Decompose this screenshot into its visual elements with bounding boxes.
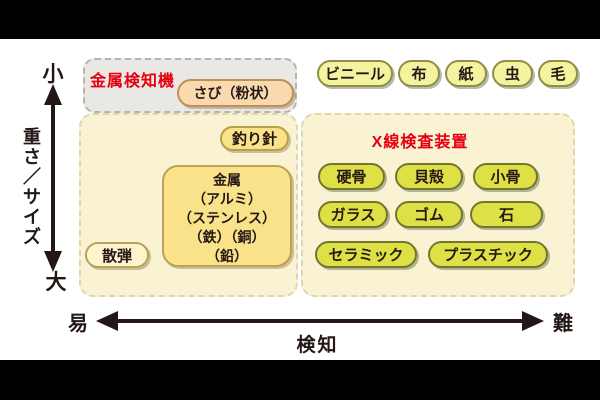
x-axis-left-label: 易 — [68, 313, 88, 335]
pill-rust: さび（粉状） — [177, 79, 294, 107]
metal-group-line: （アルミ） — [192, 191, 262, 207]
pill-hard-bone: 硬骨 — [318, 163, 385, 190]
y-axis-arrow — [44, 84, 62, 272]
pill-shell: 貝殻 — [395, 163, 463, 190]
pill-ceramic: セラミック — [315, 241, 417, 268]
bottom-black-bar — [0, 360, 600, 400]
pill-fishhook: 釣り針 — [220, 126, 289, 151]
y-axis-bottom-label: 大 — [45, 271, 67, 294]
y-axis-label: 重さ／サイズ — [23, 127, 41, 247]
x-axis-arrow — [96, 311, 544, 331]
xray-title: X線検査装置 — [371, 134, 469, 151]
pill-glass: ガラス — [318, 201, 388, 228]
pill-vinyl: ビニール — [317, 60, 393, 87]
pill-cloth: 布 — [398, 60, 440, 87]
pill-small-bone: 小骨 — [473, 163, 538, 190]
metal-detector-title: 金属検知機 — [90, 73, 176, 90]
metal-group-line: （鉄）（銅） — [188, 229, 266, 245]
pill-paper: 紙 — [445, 60, 487, 87]
x-axis-right-label: 難 — [553, 313, 573, 335]
pill-shot-pellet: 散弾 — [85, 242, 149, 268]
pill-hair: 毛 — [538, 60, 578, 87]
y-axis-top-label: 小 — [42, 63, 64, 86]
top-black-bar — [0, 0, 600, 39]
x-axis-label: 検知 — [296, 335, 339, 356]
pill-plastic: プラスチック — [428, 241, 548, 268]
metal-group-line: 金属 — [213, 172, 241, 188]
pill-stone: 石 — [470, 201, 543, 228]
pill-rubber: ゴム — [395, 201, 463, 228]
metal-group-line: （鉛） — [206, 248, 248, 264]
metal-group-box: 金属 （アルミ） （ステンレス） （鉄）（銅） （鉛） — [162, 165, 292, 267]
metal-group-line: （ステンレス） — [178, 210, 276, 226]
pill-insect: 虫 — [492, 60, 533, 87]
